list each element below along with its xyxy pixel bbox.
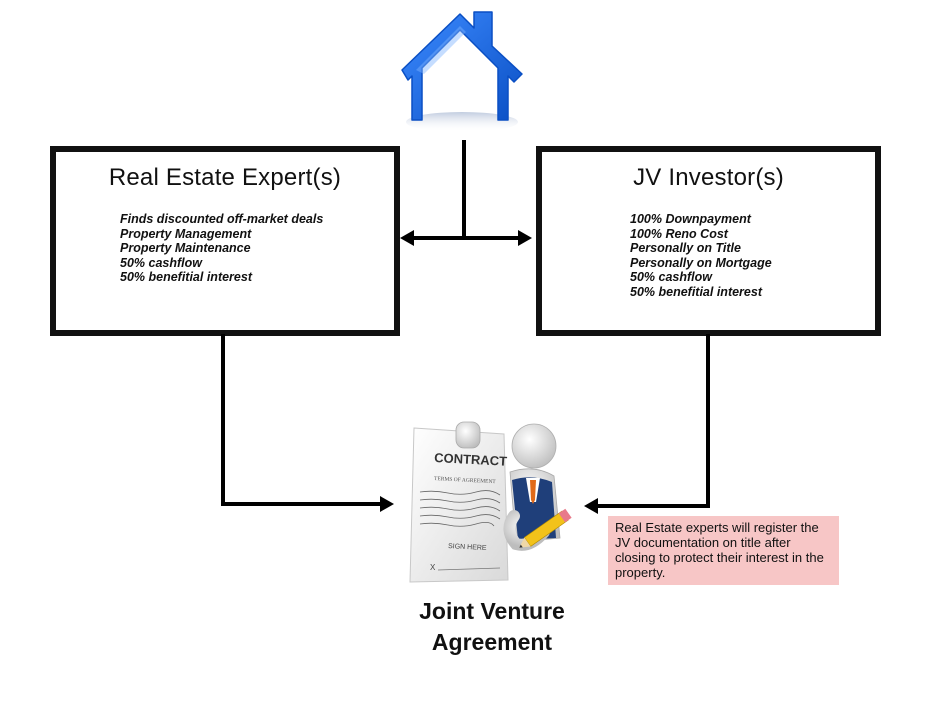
list-item: 100% Reno Cost xyxy=(630,226,728,241)
left-to-contract-arrow xyxy=(380,496,394,512)
jv-investor-box: JV Investor(s) 100% Downpayment 100% Ren… xyxy=(536,146,881,336)
contract-heading: CONTRACT xyxy=(434,450,508,469)
caption-line-1: Joint Venture xyxy=(419,598,565,624)
list-item: Personally on Title xyxy=(630,241,741,255)
right-to-contract-line xyxy=(596,334,710,508)
arrow-right-head xyxy=(518,230,532,246)
house-icon xyxy=(401,11,523,132)
left-to-contract-line xyxy=(221,334,382,506)
joint-venture-caption: Joint Venture Agreement xyxy=(352,596,632,658)
note-callout: Real Estate experts will register the JV… xyxy=(608,516,839,585)
list-item: Property Maintenance xyxy=(120,241,251,255)
list-item: 50% benefitial interest xyxy=(630,284,762,299)
list-item: Property Management xyxy=(120,226,252,241)
real-estate-expert-box: Real Estate Expert(s) Finds discounted o… xyxy=(50,146,400,336)
contract-illustration: CONTRACT TERMS OF AGREEMENT SIGN HERE X xyxy=(409,421,572,583)
real-estate-expert-list: Finds discounted off-market deals Proper… xyxy=(120,212,323,285)
jv-investor-title: JV Investor(s) xyxy=(633,164,784,191)
sign-here-label: SIGN HERE xyxy=(448,543,487,552)
list-item: 50% cashflow xyxy=(120,255,202,270)
caption-line-2: Agreement xyxy=(431,629,553,655)
contract-subheading: TERMS OF AGREEMENT xyxy=(434,476,497,485)
right-to-contract-arrow xyxy=(584,498,598,514)
stick-figure-illustration xyxy=(455,421,572,551)
contract-text-lines xyxy=(419,490,501,527)
list-item: 50% benefitial interest xyxy=(120,270,252,284)
signature-line xyxy=(437,567,501,571)
jv-investor-list: 100% Downpayment 100% Reno Cost Personal… xyxy=(630,212,772,299)
list-item: 50% cashflow xyxy=(630,270,712,284)
sign-x-mark: X xyxy=(430,563,436,572)
arrow-left-head xyxy=(400,230,414,246)
list-item: Personally on Mortgage xyxy=(630,255,772,270)
real-estate-expert-title: Real Estate Expert(s) xyxy=(108,164,342,191)
note-text: Real Estate experts will register the JV… xyxy=(615,520,824,580)
list-item: Finds discounted off-market deals xyxy=(120,212,324,226)
list-item: 100% Downpayment xyxy=(630,212,751,226)
